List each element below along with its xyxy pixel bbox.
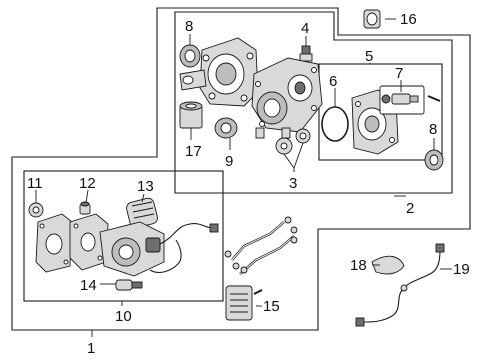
seal-part-8-upper — [179, 44, 201, 68]
sensor-part-14 — [115, 279, 143, 291]
callout-6: 6 — [329, 73, 337, 90]
assembly-10-outline — [23, 170, 224, 302]
filter-part-13 — [126, 197, 158, 229]
pump-harness-wire-lower — [149, 239, 182, 273]
callout-16: 16 — [400, 11, 417, 28]
callout-18: 18 — [350, 257, 367, 274]
assembly-5-outline — [318, 63, 443, 161]
bushing-part-16 — [363, 9, 381, 29]
tube-assembly — [224, 216, 298, 275]
callout-7: 7 — [395, 65, 403, 82]
callout-11: 11 — [27, 175, 43, 192]
callout-15: 15 — [263, 298, 280, 315]
harness-19-end-connector — [355, 317, 365, 327]
callout-17: 17 — [185, 143, 202, 160]
callout-2: 2 — [406, 200, 414, 217]
callout-13: 13 — [137, 178, 154, 195]
callout-8-right: 8 — [429, 121, 437, 138]
callout-4: 4 — [301, 20, 309, 37]
leader-12 — [85, 189, 89, 204]
bolt — [427, 95, 441, 102]
callout-1: 1 — [87, 340, 95, 357]
seal-part-9 — [214, 117, 238, 139]
plug-part-11 — [28, 202, 44, 218]
callout-8-upper: 8 — [185, 18, 193, 35]
o-ring-part-6 — [321, 106, 349, 142]
differential-housing — [179, 37, 323, 139]
callout-9: 9 — [225, 153, 233, 170]
callout-12: 12 — [79, 175, 96, 192]
leader-13 — [141, 193, 145, 203]
pump-assembly-part-10 — [35, 213, 165, 277]
assembly-2-outline — [174, 11, 453, 194]
pump-harness-wire — [159, 223, 213, 245]
callout-5: 5 — [365, 48, 373, 65]
seal-part-8-right — [424, 149, 444, 171]
vent-plug-part-4 — [299, 45, 313, 62]
bushing-part-17 — [179, 101, 203, 129]
harness-19-connector — [435, 243, 445, 253]
valve-part-7 — [379, 85, 425, 115]
control-module-part-15 — [225, 285, 263, 321]
fitting-part-12 — [79, 201, 91, 215]
callout-10: 10 — [115, 308, 132, 325]
harness-clip — [400, 284, 408, 292]
callout-19: 19 — [453, 261, 470, 278]
plug-part-3 — [275, 128, 311, 155]
callout-14: 14 — [80, 277, 97, 294]
shield-part-18 — [371, 255, 405, 275]
harness-connector — [209, 223, 219, 233]
assembly-1-outline — [11, 7, 471, 331]
callout-3: 3 — [289, 175, 297, 192]
